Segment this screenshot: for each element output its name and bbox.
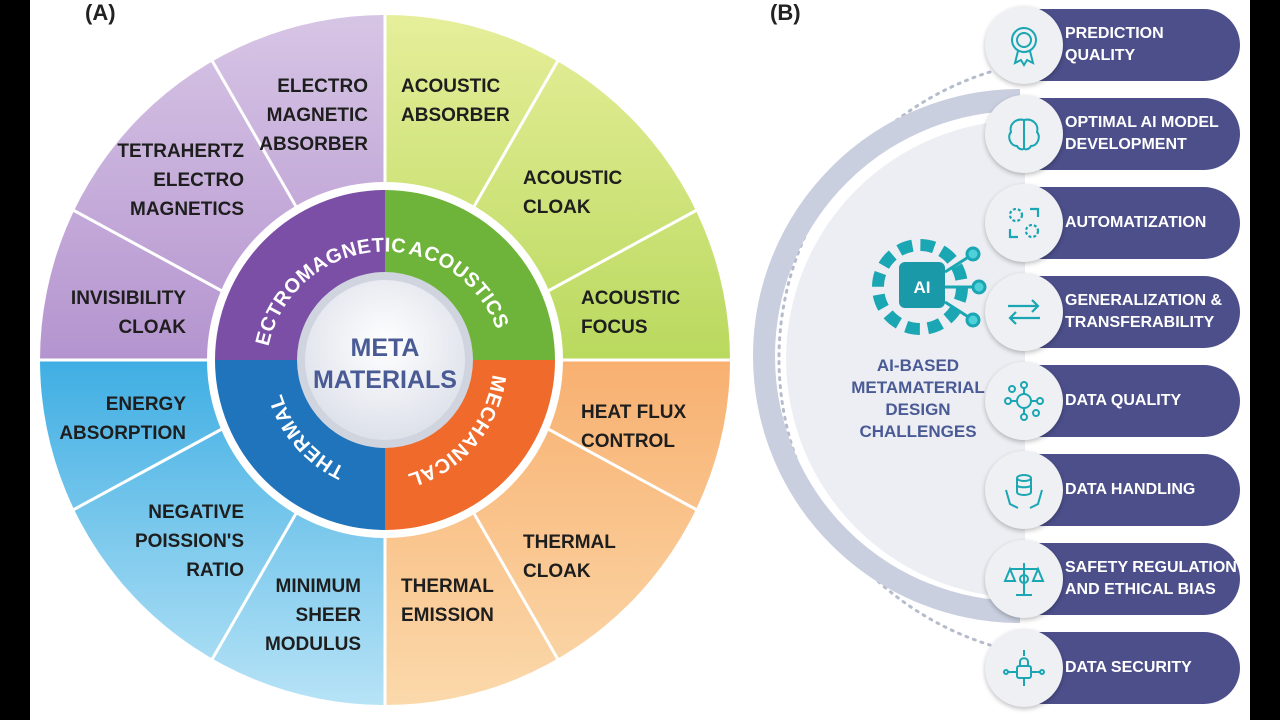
svg-text:CONTROL: CONTROL bbox=[581, 431, 675, 452]
hub-title-line4: CHALLENGES bbox=[859, 422, 976, 441]
challenge-data-handling: DATA HANDLING bbox=[985, 451, 1240, 527]
svg-text:TETRAHERTZ: TETRAHERTZ bbox=[117, 141, 244, 162]
center-title-line2: MATERIALS bbox=[313, 366, 457, 394]
svg-text:MODULUS: MODULUS bbox=[265, 634, 361, 655]
gears-cycle-icon bbox=[985, 184, 1063, 262]
challenge-label-line1: DATA QUALITY bbox=[1065, 390, 1181, 412]
svg-text:ABSORBER: ABSORBER bbox=[259, 134, 368, 155]
svg-text:ABSORBER: ABSORBER bbox=[401, 105, 510, 126]
svg-text:INVISIBILITY: INVISIBILITY bbox=[71, 288, 186, 309]
challenge-label-line2: DEVELOPMENT bbox=[1065, 134, 1219, 156]
svg-text:HEAT FLUX: HEAT FLUX bbox=[581, 402, 687, 423]
hands-database-icon bbox=[985, 451, 1063, 529]
challenge-automatization: AUTOMATIZATION bbox=[985, 184, 1240, 260]
center-title-line1: META bbox=[351, 334, 420, 362]
svg-text:ACOUSTIC: ACOUSTIC bbox=[401, 76, 501, 97]
ai-chip-label: AI bbox=[914, 278, 931, 297]
figure-canvas: (A) (B) bbox=[30, 0, 1250, 720]
svg-text:CLOAK: CLOAK bbox=[523, 561, 591, 582]
svg-text:ELECTRO: ELECTRO bbox=[153, 170, 244, 191]
svg-text:CLOAK: CLOAK bbox=[118, 317, 186, 338]
svg-text:ACOUSTIC: ACOUSTIC bbox=[581, 288, 681, 309]
metamaterials-wheel: META MATERIALS ELECTRO MAGNETIC ACOUSTIC S… bbox=[30, 0, 750, 720]
hub-title-line3: DESIGN bbox=[885, 400, 950, 419]
lock-circuit-icon bbox=[985, 629, 1063, 707]
hub-title-line1: AI-BASED bbox=[877, 356, 959, 375]
svg-text:CLOAK: CLOAK bbox=[523, 197, 591, 218]
svg-text:EMISSION: EMISSION bbox=[401, 605, 494, 626]
award-medal-icon bbox=[985, 6, 1063, 84]
svg-text:POISSION'S: POISSION'S bbox=[135, 531, 244, 552]
challenge-generalization: GENERALIZATION &TRANSFERABILITY bbox=[985, 273, 1240, 349]
svg-text:RATIO: RATIO bbox=[186, 560, 244, 581]
svg-text:THERMAL: THERMAL bbox=[401, 576, 494, 597]
svg-text:ENERGY: ENERGY bbox=[106, 394, 187, 415]
svg-text:MINIMUM: MINIMUM bbox=[276, 576, 361, 597]
scales-justice-icon bbox=[985, 540, 1063, 618]
challenge-label-line2: TRANSFERABILITY bbox=[1065, 312, 1222, 334]
challenge-label-line1: DATA HANDLING bbox=[1065, 479, 1195, 501]
challenge-data-security: DATA SECURITY bbox=[985, 629, 1240, 705]
svg-text:MAGNETICS: MAGNETICS bbox=[130, 199, 244, 220]
svg-text:MAGNETIC: MAGNETIC bbox=[267, 105, 369, 126]
svg-text:THERMAL: THERMAL bbox=[523, 532, 616, 553]
svg-text:FOCUS: FOCUS bbox=[581, 317, 648, 338]
svg-text:ACOUSTIC: ACOUSTIC bbox=[523, 168, 623, 189]
challenge-data-quality: DATA QUALITY bbox=[985, 362, 1240, 438]
transfer-arrows-icon bbox=[985, 273, 1063, 351]
svg-text:NEGATIVE: NEGATIVE bbox=[148, 502, 244, 523]
svg-text:ELECTRO: ELECTRO bbox=[277, 76, 368, 97]
svg-text:ABSORPTION: ABSORPTION bbox=[59, 423, 186, 444]
challenge-label-line1: GENERALIZATION & bbox=[1065, 290, 1222, 312]
challenge-label-line1: OPTIMAL AI MODEL bbox=[1065, 112, 1219, 134]
challenge-label-line1: SAFETY REGULATION bbox=[1065, 557, 1237, 579]
hub-title-line2: METAMATERIAL bbox=[851, 378, 984, 397]
challenge-label-line1: AUTOMATIZATION bbox=[1065, 212, 1206, 234]
brain-chip-icon bbox=[985, 95, 1063, 173]
data-network-icon bbox=[985, 362, 1063, 440]
challenge-label-line1: PREDICTION bbox=[1065, 23, 1164, 45]
challenge-label-line2: QUALITY bbox=[1065, 45, 1164, 67]
svg-text:SHEER: SHEER bbox=[296, 605, 362, 626]
challenge-label-line2: AND ETHICAL BIAS bbox=[1065, 579, 1237, 601]
challenge-label-line1: DATA SECURITY bbox=[1065, 657, 1192, 679]
